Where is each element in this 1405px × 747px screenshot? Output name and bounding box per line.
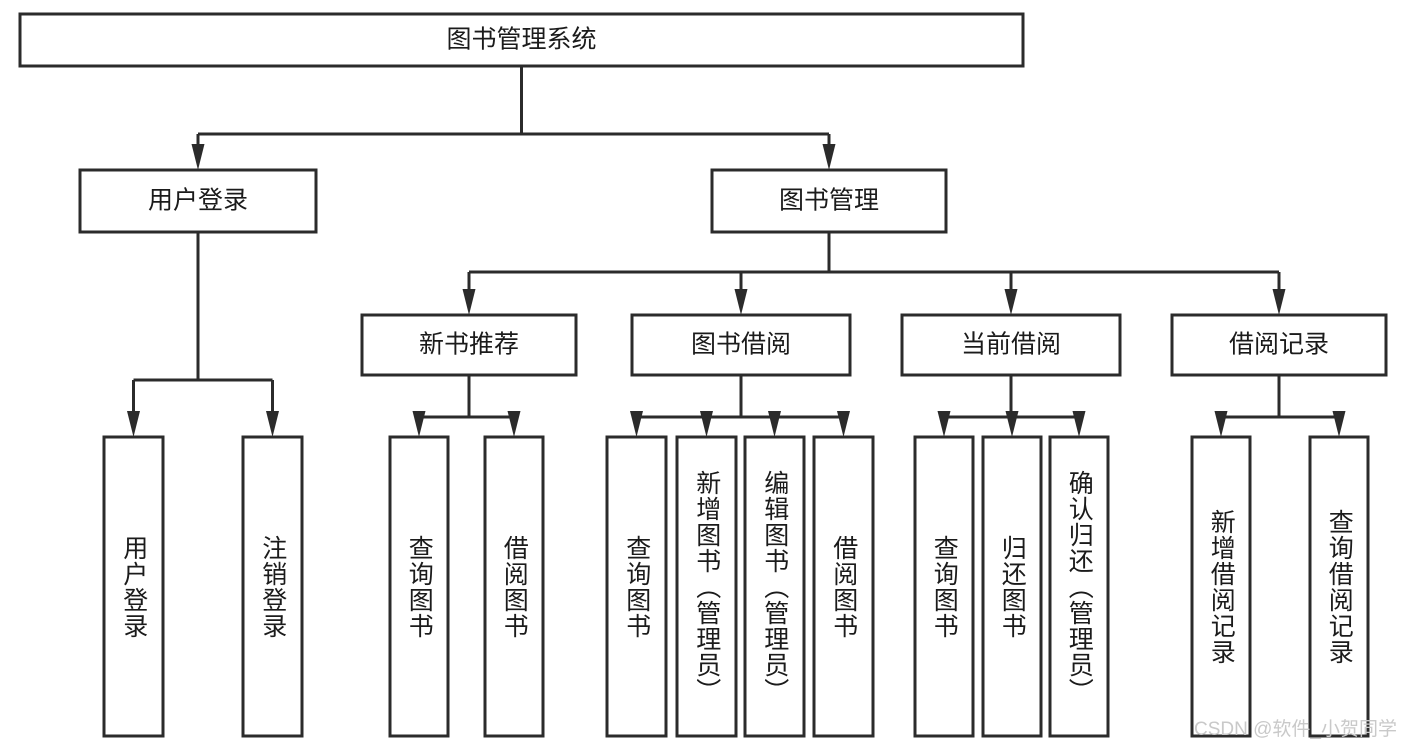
node-box-root[interactable] xyxy=(18,12,1025,68)
node-label-new-book-rec: 新书推荐 xyxy=(419,331,519,359)
node-book-manage[interactable]: 图书管理 xyxy=(710,168,948,234)
node-leaf-user-login[interactable] xyxy=(102,435,165,738)
node-leaf-return-book[interactable] xyxy=(981,435,1043,738)
node-borrow-record[interactable]: 借阅记录 xyxy=(1170,313,1388,377)
arrow-head-icon xyxy=(507,411,521,437)
arrow-head-icon xyxy=(837,411,850,437)
node-box-book-manage[interactable] xyxy=(710,168,948,234)
node-box-current-borrow[interactable] xyxy=(900,313,1122,377)
node-new-book-rec[interactable]: 新书推荐 xyxy=(360,313,578,377)
node-label-borrow-record: 借阅记录 xyxy=(1229,331,1329,359)
node-box-leaf-add-borrow-record[interactable] xyxy=(1190,435,1252,738)
arrow-head-icon xyxy=(462,289,476,315)
arrow-head-icon xyxy=(127,411,140,437)
node-box-new-book-rec[interactable] xyxy=(360,313,578,377)
node-label-user-login: 用户登录 xyxy=(148,187,248,215)
node-box-leaf-confirm-return-admin[interactable] xyxy=(1048,435,1110,738)
watermark-text: CSDN @软件_小贺同学 xyxy=(1194,719,1397,740)
connector-group-borrow-record xyxy=(1214,375,1346,437)
node-label-book-manage: 图书管理 xyxy=(779,187,879,215)
node-leaf-user-logout[interactable] xyxy=(241,435,304,738)
node-leaf-query-book-cb[interactable] xyxy=(913,435,975,738)
node-box-leaf-query-book-rec[interactable] xyxy=(388,435,450,738)
node-box-borrow-record[interactable] xyxy=(1170,313,1388,377)
arrow-head-icon xyxy=(768,411,781,437)
arrow-head-icon xyxy=(191,144,205,170)
node-label-current-borrow: 当前借阅 xyxy=(961,331,1061,359)
node-leaf-edit-book-admin[interactable] xyxy=(743,435,806,738)
node-box-book-borrow[interactable] xyxy=(630,313,852,377)
node-leaf-borrow-book-rec[interactable] xyxy=(483,435,545,738)
arrow-head-icon xyxy=(1272,289,1286,315)
arrow-head-icon xyxy=(1332,411,1346,437)
node-box-leaf-query-book-bb[interactable] xyxy=(605,435,668,738)
node-box-leaf-query-borrow-record[interactable] xyxy=(1308,435,1370,738)
connector-group-root xyxy=(191,66,836,170)
node-box-user-login[interactable] xyxy=(78,168,318,234)
node-box-leaf-borrow-book-rec[interactable] xyxy=(483,435,545,738)
node-book-borrow[interactable]: 图书借阅 xyxy=(630,313,852,377)
node-box-leaf-user-logout[interactable] xyxy=(241,435,304,738)
arrow-head-icon xyxy=(1214,411,1228,437)
node-root[interactable]: 图书管理系统 xyxy=(18,12,1025,68)
node-box-leaf-query-book-cb[interactable] xyxy=(913,435,975,738)
arrow-head-icon xyxy=(630,411,643,437)
node-box-leaf-return-book[interactable] xyxy=(981,435,1043,738)
arrow-head-icon xyxy=(734,289,748,315)
arrow-head-icon xyxy=(1005,411,1019,437)
node-user-login[interactable]: 用户登录 xyxy=(78,168,318,234)
node-current-borrow[interactable]: 当前借阅 xyxy=(900,313,1122,377)
connector-group-user-login xyxy=(127,232,279,437)
connector-group-new-book-rec xyxy=(412,375,521,437)
connector-group-current-borrow xyxy=(937,375,1086,437)
node-label-root: 图书管理系统 xyxy=(446,26,596,54)
connectors-layer xyxy=(127,66,1346,437)
node-leaf-add-book-admin[interactable] xyxy=(675,435,738,738)
node-box-leaf-add-book-admin[interactable] xyxy=(675,435,738,738)
node-leaf-query-book-bb[interactable] xyxy=(605,435,668,738)
node-box-leaf-user-login[interactable] xyxy=(102,435,165,738)
node-box-leaf-borrow-book-bb[interactable] xyxy=(812,435,875,738)
arrow-head-icon xyxy=(937,411,951,437)
node-leaf-confirm-return-admin[interactable] xyxy=(1048,435,1110,738)
arrow-head-icon xyxy=(822,144,836,170)
node-leaf-add-borrow-record[interactable] xyxy=(1190,435,1252,738)
connector-group-book-borrow xyxy=(630,375,850,437)
node-leaf-query-book-rec[interactable] xyxy=(388,435,450,738)
node-box-leaf-edit-book-admin[interactable] xyxy=(743,435,806,738)
arrow-head-icon xyxy=(412,411,426,437)
arrow-head-icon xyxy=(266,411,279,437)
node-label-book-borrow: 图书借阅 xyxy=(691,331,791,359)
node-leaf-borrow-book-bb[interactable] xyxy=(812,435,875,738)
connector-group-book-manage xyxy=(462,232,1286,315)
arrow-head-icon xyxy=(1004,289,1018,315)
node-leaf-query-borrow-record[interactable] xyxy=(1308,435,1370,738)
arrow-head-icon xyxy=(1072,411,1086,437)
arrow-head-icon xyxy=(700,411,713,437)
